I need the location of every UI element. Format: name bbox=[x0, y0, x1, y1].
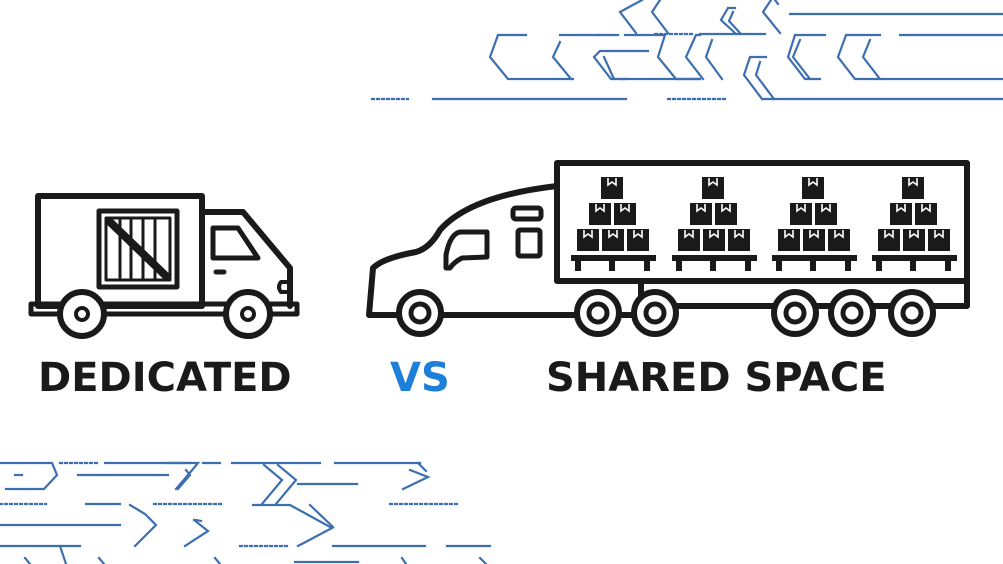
label-dedicated: DEDICATED bbox=[38, 355, 292, 401]
label-vs: VS bbox=[390, 355, 450, 401]
label-shared-space: SHARED SPACE bbox=[546, 355, 887, 401]
